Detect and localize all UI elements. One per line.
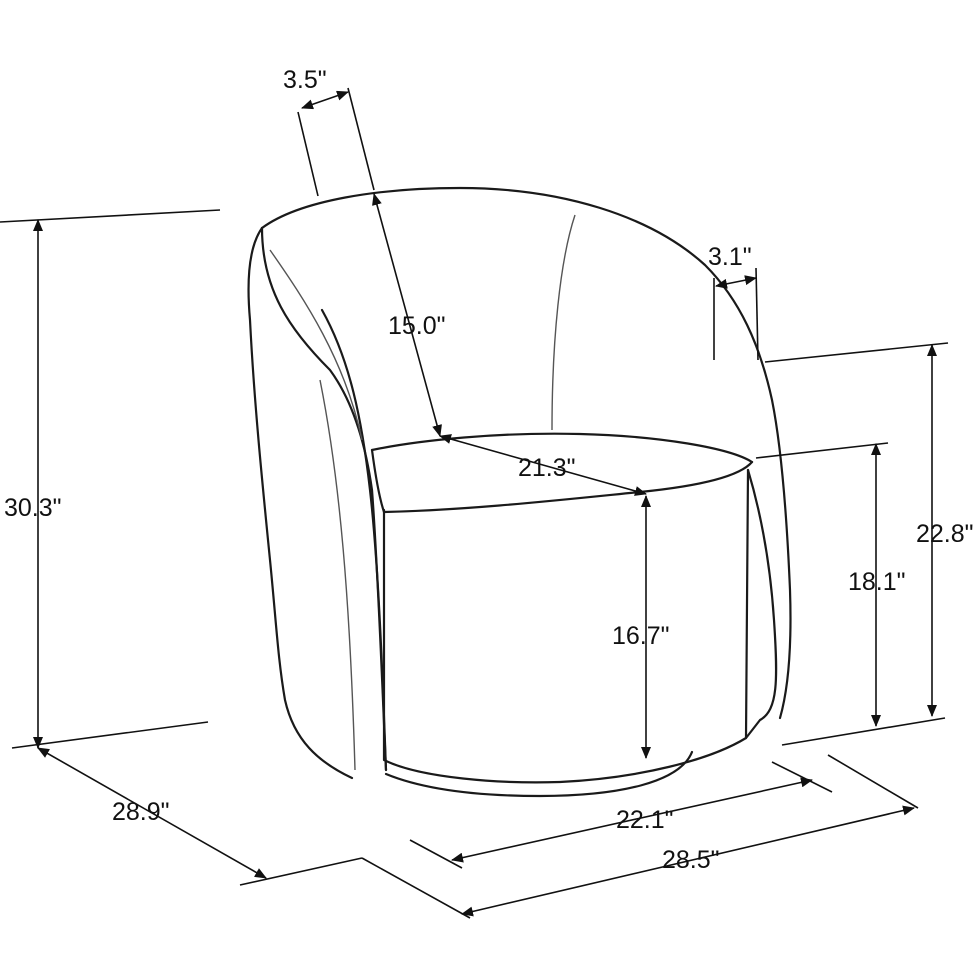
- label-overall-width: 28.5": [662, 846, 720, 874]
- label-overall-height: 30.3": [4, 494, 62, 522]
- label-arm-height: 22.8": [916, 520, 974, 548]
- chair-outline: [247, 186, 792, 798]
- seat-depth-arrow: [439, 434, 647, 496]
- label-seat-width: 22.1": [616, 806, 674, 834]
- label-seat-back-height: 15.0": [388, 312, 446, 340]
- back-thickness-arrow: [301, 90, 349, 110]
- label-arm-width: 3.1": [708, 243, 752, 271]
- label-seat-height: 16.7": [612, 622, 670, 650]
- dimension-labels: 3.5" 3.1" 15.0" 21.3" 30.3" 22.8" 18.1" …: [4, 66, 974, 874]
- label-back-thickness: 3.5": [283, 66, 327, 94]
- overall-width-arrow: [461, 805, 915, 917]
- label-overall-depth: 28.9": [112, 798, 170, 826]
- label-seat-depth: 21.3": [518, 454, 576, 482]
- label-seat-front-height: 18.1": [848, 568, 906, 596]
- dimension-arrows: [33, 90, 937, 917]
- arm-width-arrow: [715, 275, 757, 289]
- overall-depth-arrow: [37, 747, 267, 879]
- seat-back-height-arrow: [372, 193, 442, 437]
